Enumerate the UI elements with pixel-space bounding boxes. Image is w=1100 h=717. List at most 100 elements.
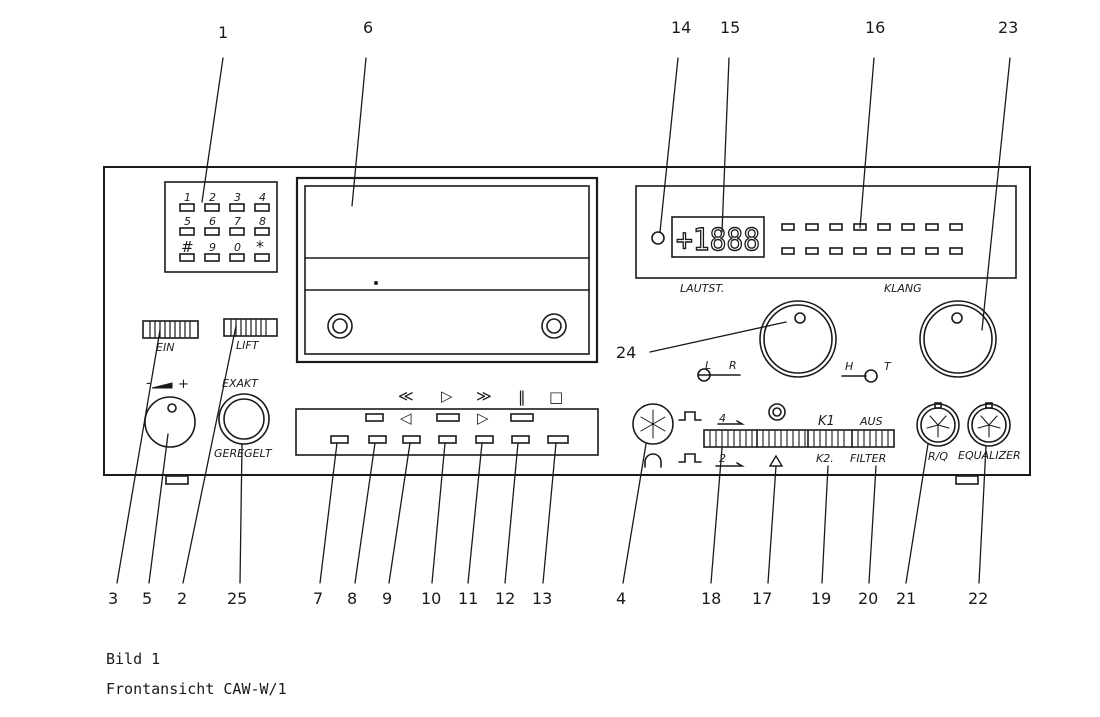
transport-key-12[interactable] — [511, 435, 530, 444]
label-filter: FILTER — [850, 452, 886, 465]
foot-right — [955, 475, 979, 485]
speed-arrow-top — [717, 420, 745, 425]
equalizer-socket[interactable] — [967, 403, 1011, 447]
keypad-label: 3 — [234, 191, 241, 204]
cassette-reel-icon — [768, 403, 786, 421]
keypad-label: 2 — [209, 191, 216, 204]
label-speed-2: 2 — [719, 452, 726, 465]
label-klang: KLANG — [884, 282, 922, 295]
transport-upper-key-1[interactable] — [365, 413, 384, 422]
callout-3: 3 — [108, 589, 118, 608]
transport-panel — [295, 408, 599, 456]
pulse-icon-bottom — [678, 453, 702, 463]
label-riq: R/Q — [928, 450, 948, 463]
keypad-label: # — [181, 238, 194, 256]
function-selector-bar[interactable] — [703, 429, 895, 448]
display-panel — [635, 185, 1017, 279]
keypad-panel — [164, 181, 278, 273]
callout-12: 12 — [495, 589, 515, 608]
keypad-key[interactable] — [229, 253, 245, 262]
keypad-label: 4 — [259, 191, 266, 204]
volume-wedge-icon — [151, 382, 173, 389]
keypad-key[interactable] — [229, 227, 245, 236]
callout-22: 22 — [968, 589, 988, 608]
eject-icon — [768, 454, 784, 467]
callout-21: 21 — [896, 589, 916, 608]
lift-switch[interactable] — [223, 318, 278, 337]
transport-key-7[interactable] — [330, 435, 349, 444]
keypad-label: 0 — [234, 241, 241, 254]
keypad-key[interactable] — [179, 227, 195, 236]
callout-25: 25 — [227, 589, 247, 608]
cassette-reel-right-inner — [546, 318, 562, 334]
keypad-key[interactable] — [179, 203, 195, 212]
keypad-key[interactable] — [204, 253, 220, 262]
callout-1: 1 — [218, 23, 228, 42]
keypad-key[interactable] — [204, 227, 220, 236]
keypad-key[interactable] — [254, 227, 270, 236]
fast-forward-icon: ≫ — [476, 387, 492, 405]
callout-7: 7 — [313, 589, 323, 608]
readout-window — [671, 216, 765, 258]
transport-key-11[interactable] — [475, 435, 494, 444]
speed-knob[interactable] — [218, 393, 270, 445]
transport-key-9[interactable] — [402, 435, 421, 444]
callout-2: 2 — [177, 589, 187, 608]
keypad-key[interactable] — [204, 203, 220, 212]
label-balance-left: L — [705, 359, 711, 372]
keypad-label: 1 — [184, 191, 191, 204]
label-volume-plus: + — [178, 377, 189, 392]
play-icon: ▷ — [441, 387, 453, 405]
callout-14: 14 — [671, 18, 691, 37]
speed-knob-inner — [223, 398, 265, 440]
keypad-key[interactable] — [229, 203, 245, 212]
microphone-socket[interactable] — [632, 403, 674, 445]
volume-knob-marker — [167, 403, 177, 413]
balance-volume-knob-inner — [763, 304, 833, 374]
keypad-keys — [179, 203, 270, 262]
label-balance-right: R — [729, 359, 737, 372]
stop-icon: □ — [549, 388, 563, 406]
balance-volume-knob[interactable] — [759, 300, 837, 378]
transport-key-8[interactable] — [368, 435, 387, 444]
callout-11: 11 — [458, 589, 478, 608]
callout-16: 16 — [865, 18, 885, 37]
callout-6: 6 — [363, 18, 373, 37]
transport-upper-key-3[interactable] — [510, 413, 534, 422]
callout-23: 23 — [998, 18, 1018, 37]
keypad-key[interactable] — [179, 253, 195, 262]
keypad-label: 8 — [259, 215, 266, 228]
keypad-label: 9 — [209, 241, 216, 254]
label-tone-high: H — [845, 360, 853, 373]
power-switch[interactable] — [142, 320, 199, 339]
transport-key-13[interactable] — [547, 435, 569, 444]
keypad-key[interactable] — [254, 203, 270, 212]
rewind-icon: ≪ — [398, 387, 414, 405]
level-meter — [781, 223, 963, 255]
reverse-play-icon: ◁ — [400, 409, 412, 427]
label-k1: K1 — [818, 414, 835, 429]
label-tone-low: T — [884, 360, 892, 373]
figure-number: Bild 1 — [106, 650, 161, 668]
callout-20: 20 — [858, 589, 878, 608]
cassette-reel-left-inner — [332, 318, 348, 334]
keypad-key[interactable] — [254, 253, 270, 262]
cassette-frame-inner — [304, 185, 590, 355]
balance-volume-knob-marker — [794, 312, 806, 324]
keypad-label: 7 — [234, 215, 241, 228]
tone-knob[interactable] — [919, 300, 997, 378]
riq-socket[interactable] — [916, 403, 960, 447]
transport-upper-key-2[interactable] — [436, 413, 460, 422]
callout-9: 9 — [382, 589, 392, 608]
cassette-frame-outer — [295, 176, 599, 364]
keypad-labels: 1 2 3 4 5 6 7 8 # 9 0 * — [181, 191, 266, 256]
pulse-icon-top — [678, 411, 702, 421]
transport-key-10[interactable] — [438, 435, 457, 444]
label-lift: LIFT — [236, 339, 260, 352]
keypad-label: 6 — [209, 215, 216, 228]
device-housing — [103, 166, 1031, 476]
label-k2: K2. — [816, 452, 834, 465]
callout-5: 5 — [142, 589, 152, 608]
leader-lines — [116, 57, 1011, 584]
